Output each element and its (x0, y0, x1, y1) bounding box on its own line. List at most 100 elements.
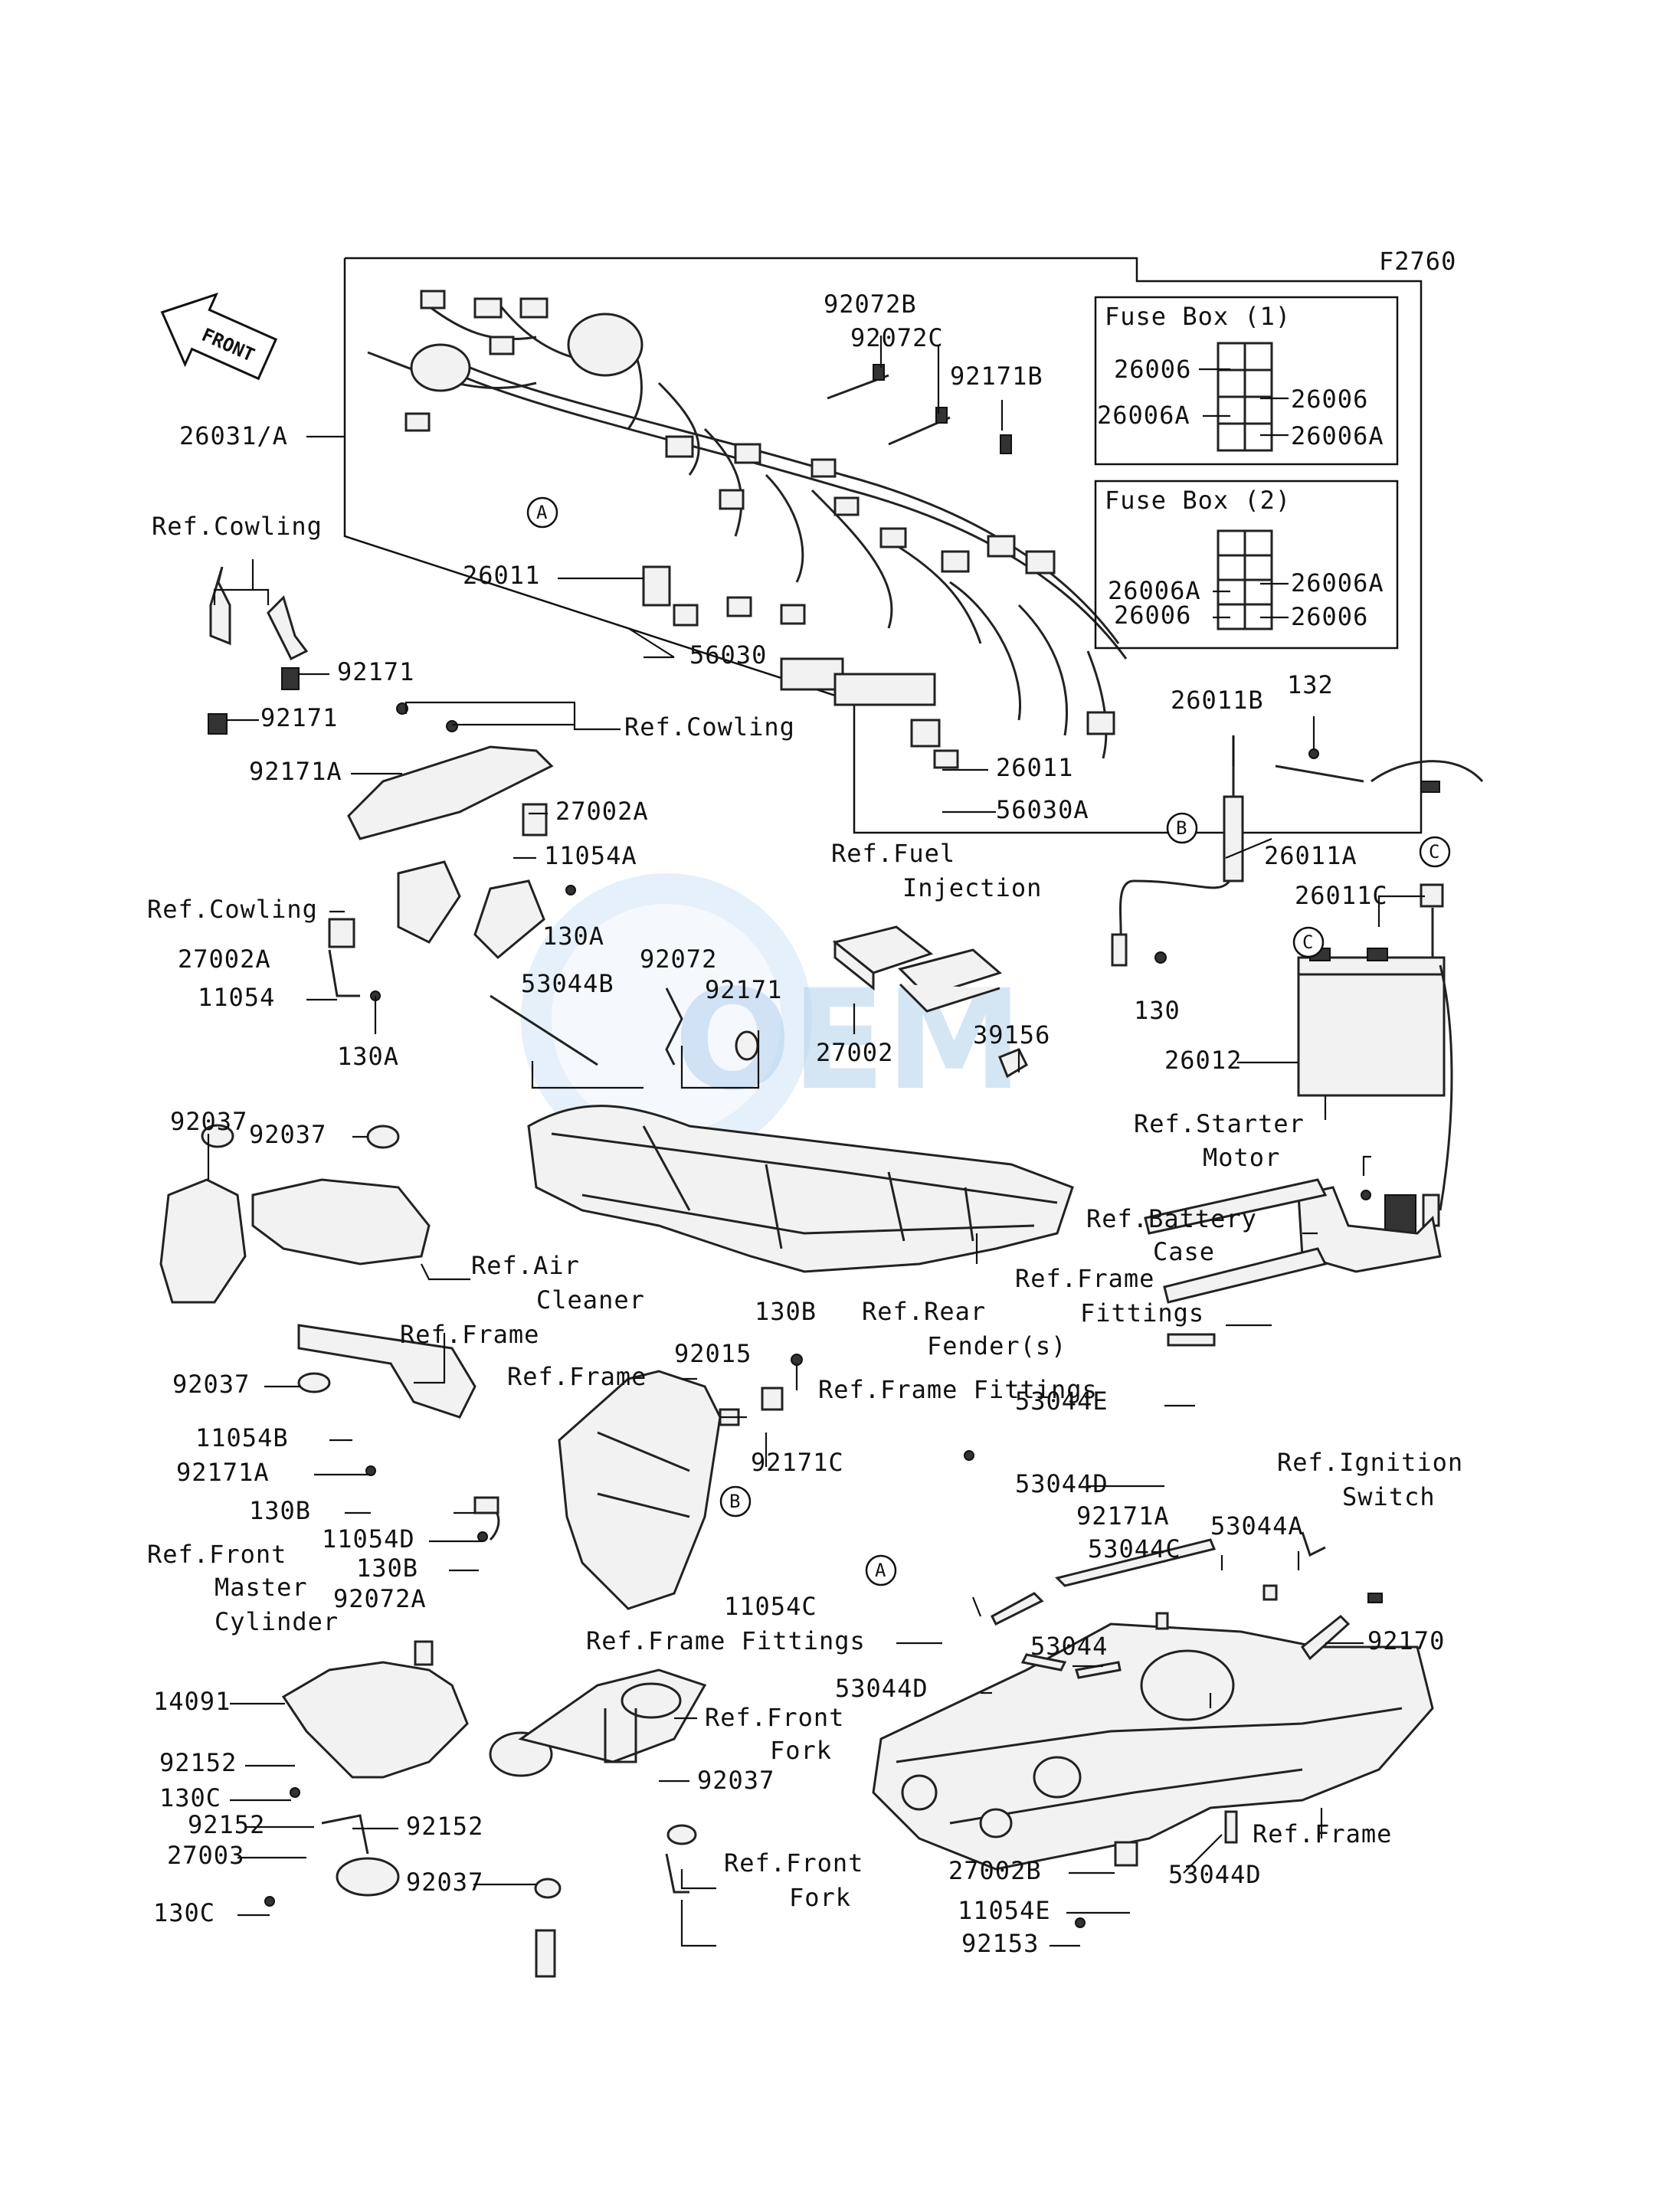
part-label: 27002B (948, 1856, 1042, 1885)
leader-lines (207, 336, 1425, 1947)
part-label: 132 (1287, 670, 1334, 699)
callout-a-1: A (526, 496, 558, 529)
part-label: 53044B (521, 969, 614, 998)
part-label: 27003 (167, 1841, 244, 1870)
part-label: 92171B (950, 362, 1043, 391)
callout-b-2: B (719, 1485, 752, 1518)
part-label: Ref.Frame (400, 1320, 539, 1349)
part-label: 11054A (544, 841, 637, 870)
part-label: 130B (755, 1297, 817, 1326)
part-label: 92152 (159, 1748, 237, 1777)
callout-c-1: C (1419, 836, 1451, 868)
part-label: 92171 (260, 703, 338, 732)
part-label: 53044E (1015, 1387, 1109, 1416)
part-label: 92171 (337, 657, 414, 686)
part-label: Ref.Front (147, 1540, 287, 1569)
part-label: 92072A (333, 1584, 427, 1613)
part-label: 92072C (850, 323, 944, 352)
part-label: 53044D (1168, 1860, 1262, 1889)
part-label: Fork (789, 1883, 851, 1912)
part-label: 92037 (406, 1868, 483, 1897)
part-label: 26011B (1171, 686, 1264, 715)
callout-b-2-label: B (729, 1491, 740, 1512)
diagram-code: F2760 (1379, 247, 1456, 276)
frame-middle-section (558, 1370, 784, 1610)
part-label: 11054E (958, 1896, 1051, 1925)
main-frame (872, 1178, 1434, 1871)
part-label: 92171A (249, 757, 342, 786)
part-label: Ref.Fuel (831, 839, 955, 868)
part-label: 26011C (1295, 881, 1388, 910)
part-label: 92037 (249, 1120, 326, 1149)
callout-a-2: A (865, 1554, 897, 1586)
part-label: Ref.Frame (1015, 1264, 1154, 1293)
callout-c-1-label: C (1429, 841, 1439, 863)
part-label: Ref.Frame Fittings (818, 1375, 1098, 1404)
part-label: 92171C (751, 1448, 844, 1477)
battery-and-cables (1111, 735, 1484, 1211)
part-label: Ref.Front (705, 1703, 844, 1732)
part-label: 11054D (322, 1524, 415, 1554)
ecu-and-bracket (832, 925, 1028, 1079)
fuse-box-2-label-3: 26006 (1291, 602, 1368, 631)
callout-b-1-label: B (1176, 817, 1187, 839)
part-label: 92037 (697, 1766, 775, 1795)
part-label: Ref.Cowling (147, 895, 318, 924)
part-label: 53044D (1015, 1469, 1109, 1498)
part-labels: 26031/A 92072B 92072C 92171B 26011 56030… (147, 290, 1462, 1958)
part-label: 92171A (1076, 1501, 1170, 1531)
callout-c-2-label: C (1302, 932, 1313, 953)
part-label: Master (215, 1573, 308, 1602)
part-label: 130B (356, 1554, 418, 1583)
part-label: Fittings (1080, 1298, 1204, 1328)
starter-relay-and-battery-case (1297, 1186, 1442, 1273)
callout-a-2-label: A (875, 1560, 886, 1581)
part-label: 130A (542, 922, 604, 951)
part-label: 92170 (1367, 1626, 1445, 1655)
part-label: 11054 (198, 983, 275, 1012)
air-cleaner-covers (159, 1124, 431, 1304)
part-label: Case (1153, 1237, 1215, 1266)
part-label: Ref.Cowling (152, 512, 323, 541)
part-label: 53044 (1030, 1632, 1108, 1661)
part-label: 26011A (1264, 841, 1357, 870)
part-label: 92072 (640, 945, 717, 974)
part-label: Fender(s) (927, 1331, 1066, 1360)
fuse-box-2-label-1: 26006 (1114, 601, 1191, 630)
part-label: 26012 (1164, 1046, 1242, 1075)
front-fork-assembly (281, 1640, 707, 1978)
part-label: Ref.Front (724, 1848, 863, 1878)
harness-group-outline (343, 257, 1423, 834)
part-label: 92037 (172, 1370, 250, 1399)
front-arrow-icon: FRONT (160, 292, 278, 381)
part-label: Ref.Starter (1134, 1109, 1305, 1138)
part-label: 92037 (170, 1107, 247, 1136)
part-label: 92072B (824, 290, 917, 319)
fasteners (264, 702, 1371, 1928)
part-label: 14091 (153, 1687, 231, 1716)
part-label: 27002A (178, 945, 271, 974)
part-label: Ref.Battery (1086, 1204, 1257, 1233)
callout-a-1-label: A (536, 502, 548, 523)
rear-frame-fender (490, 987, 1074, 1273)
part-label: 130A (337, 1042, 399, 1071)
part-label: 130C (153, 1898, 215, 1927)
part-label: Ref.Frame (1253, 1819, 1392, 1848)
part-label: Cylinder (215, 1607, 339, 1636)
part-label: 27002 (816, 1038, 893, 1067)
fuse-box-1-label-0: 26006 (1114, 355, 1191, 384)
part-label: 11054C (724, 1592, 817, 1621)
part-label: 53044A (1210, 1511, 1304, 1541)
part-label: Injection (902, 873, 1042, 902)
part-label: 92171A (176, 1458, 270, 1487)
part-label: 56030 (689, 640, 767, 670)
part-label: 26011 (996, 753, 1073, 782)
part-label: Ref.Frame (507, 1362, 647, 1391)
part-label: 92152 (188, 1810, 265, 1839)
part-label: Switch (1342, 1482, 1436, 1511)
part-label: 130 (1134, 996, 1181, 1025)
part-label: Ref.Frame Fittings (586, 1626, 866, 1655)
part-label: 11054B (195, 1423, 289, 1452)
fuse-box-1: Fuse Box (1) 26006 26006A 26006 26006A (1094, 296, 1399, 466)
